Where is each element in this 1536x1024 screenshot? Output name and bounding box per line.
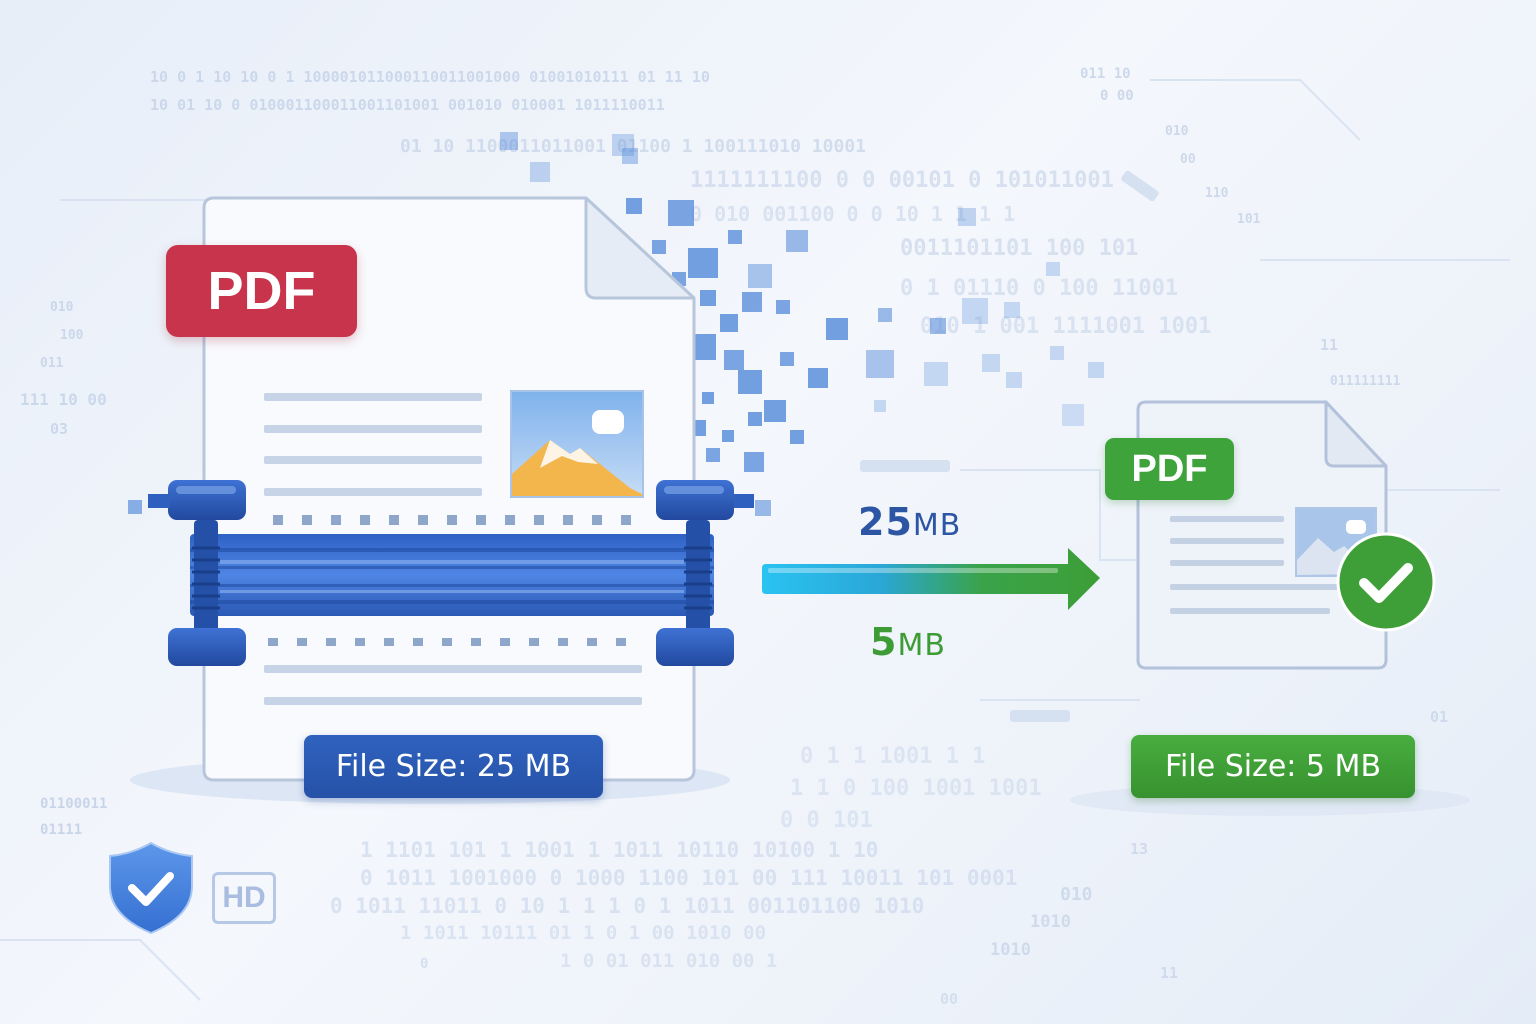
size-after: 5MB [870,620,946,664]
size-after-unit: MB [897,628,946,663]
size-after-number: 5 [870,620,898,664]
size-before-unit: MB [912,508,962,543]
size-before-number: 25 [858,500,913,544]
hd-icon: HD [212,872,276,924]
original-file-size-label: File Size: 25 MB [304,735,603,798]
arrow-right-icon [762,548,1100,610]
pdf-badge-compressed: PDF [1105,438,1234,500]
image-icon [510,390,644,498]
shield-check-icon [109,841,193,935]
size-before: 25MB [858,500,961,544]
pdf-badge-original: PDF [166,245,357,337]
compressed-file-size-label: File Size: 5 MB [1131,735,1415,798]
check-circle-icon [1336,532,1436,632]
